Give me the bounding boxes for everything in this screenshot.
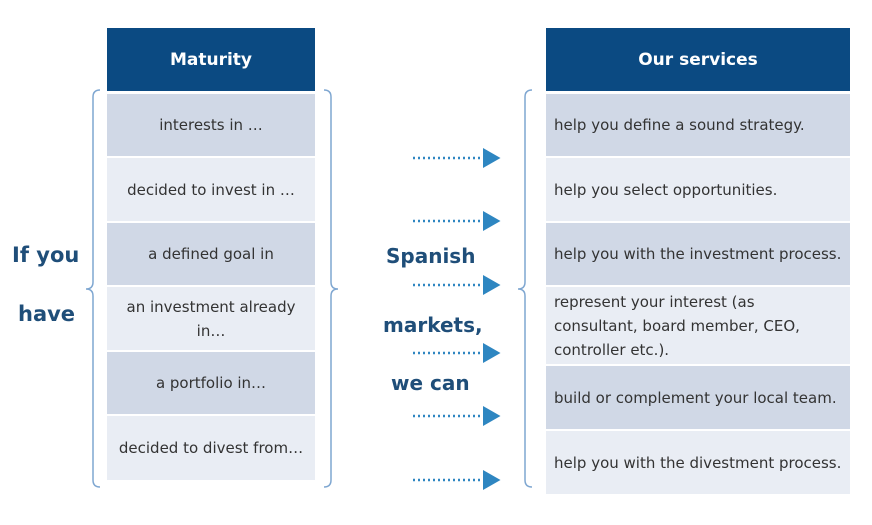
maturity-item: an investment already in… (107, 287, 315, 350)
right-bracket-icon (323, 89, 339, 488)
markets-label: markets, (383, 313, 483, 337)
service-item: help you define a sound strategy. (546, 94, 850, 156)
services-header: Our services (546, 28, 850, 91)
left-bracket-icon (85, 89, 101, 488)
maturity-item: a defined goal in (107, 223, 315, 285)
service-item: help you select opportunities. (546, 158, 850, 221)
arrows (413, 148, 501, 490)
maturity-item: interests in … (107, 94, 315, 156)
if-you-label: If you (12, 243, 80, 267)
service-item: help you with the investment process. (546, 223, 850, 285)
maturity-item: decided to invest in … (107, 158, 315, 221)
maturity-item: decided to divest from… (107, 416, 315, 480)
services-bracket-icon (517, 89, 533, 488)
have-label: have (18, 302, 76, 326)
maturity-item: a portfolio in… (107, 352, 315, 414)
spanish-label: Spanish (386, 244, 476, 268)
service-item: represent your interest (as consultant, … (546, 287, 850, 364)
service-item: build or complement your local team. (546, 366, 850, 429)
we-can-label: we can (391, 371, 470, 395)
maturity-header: Maturity (107, 28, 315, 91)
service-item: help you with the divestment process. (546, 431, 850, 494)
